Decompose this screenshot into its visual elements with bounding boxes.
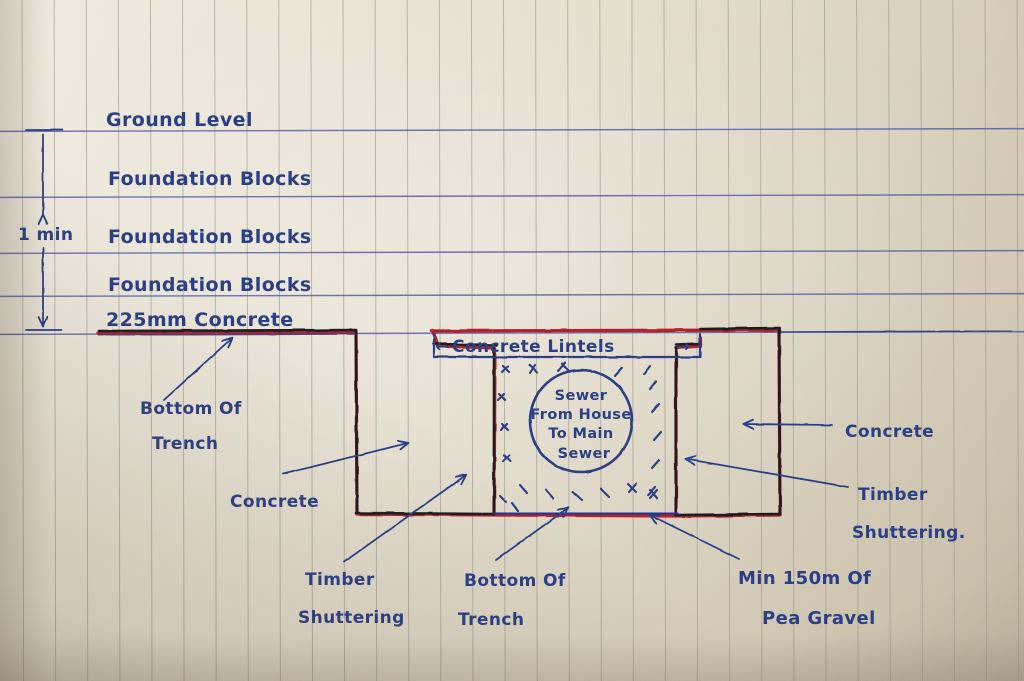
callout-text-line: Trench bbox=[458, 610, 524, 630]
pea-gravel-hatch bbox=[496, 361, 663, 513]
slab-line-right bbox=[430, 328, 781, 333]
leader-timber-right bbox=[686, 459, 849, 488]
leader-lines bbox=[163, 338, 849, 563]
label-foundation-blocks-3: Foundation Blocks bbox=[108, 274, 312, 296]
callout-text-line: Concrete bbox=[845, 422, 934, 442]
pipe-line-4: Sewer bbox=[558, 446, 611, 462]
label-ground-level: Ground Level bbox=[106, 109, 253, 131]
callout-concrete-right: Concrete bbox=[845, 422, 934, 442]
lintel-label: Concrete Lintels bbox=[452, 337, 615, 357]
leader-concrete-right bbox=[744, 424, 833, 425]
callout-pea-gravel: Min 150m Of Pea Gravel bbox=[738, 568, 876, 629]
lintel-left-arrow: ← bbox=[435, 337, 450, 357]
dimension-label: 1 min bbox=[18, 225, 73, 245]
label-foundation-blocks-2: Foundation Blocks bbox=[108, 226, 312, 248]
leader-timber-left bbox=[343, 475, 466, 563]
callout-text-line: Shuttering bbox=[298, 608, 405, 628]
lintel-box bbox=[432, 332, 702, 359]
callout-text-line: Bottom Of bbox=[140, 399, 242, 419]
callout-concrete-left: Concrete bbox=[230, 492, 319, 512]
callout-timber-shuttering-right: Timber Shuttering. bbox=[852, 485, 966, 543]
callout-bottom-of-trench-mid: Bottom Of Trench bbox=[458, 571, 566, 630]
dimension-1m: 1 min bbox=[18, 129, 73, 331]
callout-bottom-of-trench-left: Bottom Of Trench bbox=[140, 399, 242, 454]
leader-pea-gravel bbox=[650, 515, 740, 560]
callout-text-line: Pea Gravel bbox=[762, 608, 876, 629]
dark-structure-lines bbox=[97, 326, 782, 517]
leader-concrete-left bbox=[282, 443, 408, 475]
callout-text-line: Concrete bbox=[230, 492, 319, 512]
callout-timber-shuttering-left: Timber Shuttering bbox=[298, 570, 405, 628]
lintel-right-seat bbox=[674, 342, 702, 347]
left-floor-dark bbox=[354, 511, 496, 516]
pipe-line-1: Sewer bbox=[555, 388, 608, 404]
sewer-pipe-label: Sewer From House To Main Sewer bbox=[530, 388, 631, 462]
callout-text-line: Shuttering. bbox=[852, 523, 966, 543]
callout-text-line: Trench bbox=[152, 434, 218, 454]
callout-text-line: Timber bbox=[305, 570, 375, 590]
trench-left-concrete bbox=[354, 329, 497, 517]
leader-bottom-of-trench-mid bbox=[495, 508, 568, 561]
lintel-right-arrow: → bbox=[676, 337, 691, 357]
callout-text-line: Min 150m Of bbox=[738, 568, 871, 589]
slab-line-left bbox=[96, 330, 358, 335]
label-foundation-blocks-1: Foundation Blocks bbox=[108, 168, 312, 190]
callout-text-line: Bottom Of bbox=[464, 571, 566, 591]
callout-text-line: Timber bbox=[858, 485, 928, 505]
pea-gravel-bed-line bbox=[493, 510, 679, 517]
lintel-label-group: ← Concrete Lintels → bbox=[435, 337, 691, 357]
pipe-line-3: To Main bbox=[548, 426, 613, 442]
slab-dark-right bbox=[698, 326, 781, 331]
leader-bottom-of-trench-left bbox=[163, 338, 232, 401]
slab-dark-left bbox=[97, 328, 358, 333]
slab-blue-underline bbox=[97, 330, 1013, 336]
pipe-line-2: From House bbox=[530, 407, 631, 423]
left-outer-wall-dark bbox=[354, 328, 359, 515]
right-outer-wall-dark bbox=[777, 326, 782, 516]
sewer-pipe-circle bbox=[528, 368, 634, 474]
label-225mm-concrete: 225mm Concrete bbox=[106, 309, 293, 331]
right-floor-dark bbox=[674, 512, 782, 517]
lintel-left-seat bbox=[432, 342, 499, 347]
